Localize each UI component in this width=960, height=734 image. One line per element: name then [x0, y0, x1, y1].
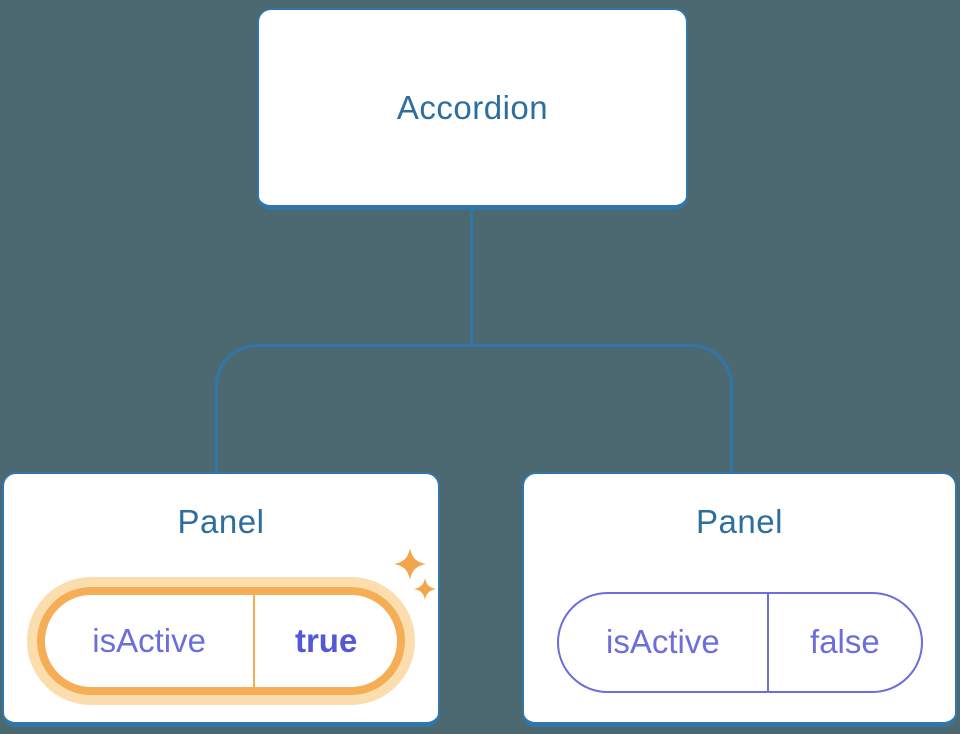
state-key-label: isActive: [45, 594, 256, 687]
sparkle-icon-small: [414, 578, 436, 600]
accordion-node: Accordion: [257, 8, 688, 210]
state-value-label: true: [294, 621, 358, 659]
tree-connector-bracket: [215, 344, 733, 474]
state-pill-inactive: isActive false: [556, 591, 923, 693]
panel-node-inactive: Panel isActive false: [522, 472, 957, 727]
accordion-label: Accordion: [396, 88, 549, 126]
state-key-label: isActive: [559, 593, 770, 691]
panel-label: Panel: [696, 503, 783, 540]
state-pill-active: isActive true: [37, 586, 405, 695]
panel-node-active: Panel isActive true: [2, 472, 440, 727]
sparkle-icon-large: [394, 548, 426, 580]
state-value-label: false: [810, 623, 880, 661]
tree-connector-stem: [470, 208, 473, 346]
panel-label: Panel: [177, 503, 265, 540]
